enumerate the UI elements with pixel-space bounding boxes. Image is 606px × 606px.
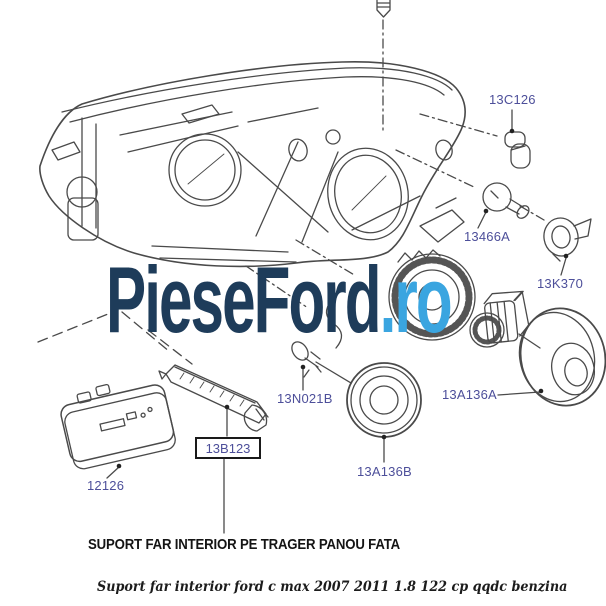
part-label-12126: 12126 — [87, 478, 125, 493]
part-label-13k370: 13K370 — [537, 276, 584, 291]
part-label-13c126: 13C126 — [489, 92, 536, 107]
watermark-tld-text: .ro — [379, 247, 453, 352]
watermark-logo: PieseFord.ro — [106, 253, 453, 347]
part-label-13466a: 13466A — [464, 229, 511, 244]
part-label-13b123-boxed: 13B123 — [195, 437, 261, 459]
diagram-caption: SUPORT FAR INTERIOR PE TRAGER PANOU FATA — [88, 536, 400, 553]
product-subtitle: Suport far interior ford c max 2007 2011… — [97, 579, 568, 595]
watermark-brand-text: PieseFord — [106, 247, 382, 352]
part-label-13n021b: 13N021B — [277, 391, 333, 406]
part-label-13a136b: 13A136B — [357, 464, 412, 479]
part-label-13a136a: 13A136A — [442, 387, 497, 402]
